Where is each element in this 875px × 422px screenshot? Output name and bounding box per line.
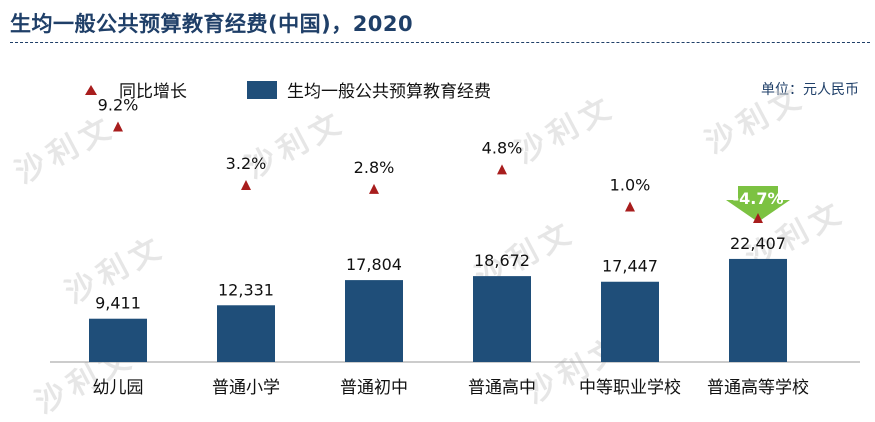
growth-value-label: 4.8% bbox=[482, 138, 523, 157]
bar-value-label: 9,411 bbox=[95, 294, 141, 313]
growth-value-label: 1.0% bbox=[610, 175, 651, 194]
x-tick-label: 普通高中 bbox=[468, 378, 536, 398]
growth-value-label: 9.2% bbox=[98, 96, 139, 115]
x-tick-label: 普通小学 bbox=[212, 378, 280, 398]
growth-marker bbox=[241, 180, 251, 190]
legend-triangle-marker bbox=[85, 84, 97, 95]
bar-value-label: 22,407 bbox=[730, 234, 786, 253]
growth-marker bbox=[369, 183, 379, 194]
growth-value-label: -4.7% bbox=[732, 189, 783, 208]
chart-legend: 同比增长 生均一般公共预算教育经费 bbox=[85, 77, 491, 102]
page-title: 生均一般公共预算教育经费(中国)，2020 bbox=[10, 12, 414, 36]
legend-growth-label: 同比增长 bbox=[119, 82, 187, 102]
bar bbox=[89, 318, 147, 362]
bar bbox=[729, 258, 787, 362]
legend-bar-swatch bbox=[247, 80, 277, 99]
growth-value-label: 2.8% bbox=[354, 158, 395, 177]
growth-marker bbox=[625, 201, 635, 212]
growth-marker bbox=[753, 213, 763, 223]
unit-label: 单位：元人民币 bbox=[761, 82, 859, 98]
x-tick-label: 幼儿园 bbox=[93, 378, 144, 398]
bar-value-label: 17,804 bbox=[346, 255, 402, 274]
x-tick-label: 普通高等学校 bbox=[707, 378, 809, 398]
growth-marker bbox=[113, 121, 123, 132]
x-tick-label: 普通初中 bbox=[340, 378, 408, 398]
legend-spending-label: 生均一般公共预算教育经费 bbox=[287, 82, 491, 102]
bar-value-label: 17,447 bbox=[602, 257, 658, 276]
bar-value-label: 12,331 bbox=[218, 280, 274, 299]
growth-value-label: 3.2% bbox=[226, 154, 267, 173]
growth-marker bbox=[497, 164, 507, 175]
negative-growth-arrow bbox=[726, 186, 790, 222]
bar bbox=[473, 276, 531, 362]
bar bbox=[601, 281, 659, 362]
bar-value-label: 18,672 bbox=[474, 251, 530, 270]
title-divider bbox=[10, 42, 870, 43]
x-tick-label: 中等职业学校 bbox=[579, 378, 681, 398]
bar bbox=[345, 280, 403, 362]
bar bbox=[217, 305, 275, 362]
